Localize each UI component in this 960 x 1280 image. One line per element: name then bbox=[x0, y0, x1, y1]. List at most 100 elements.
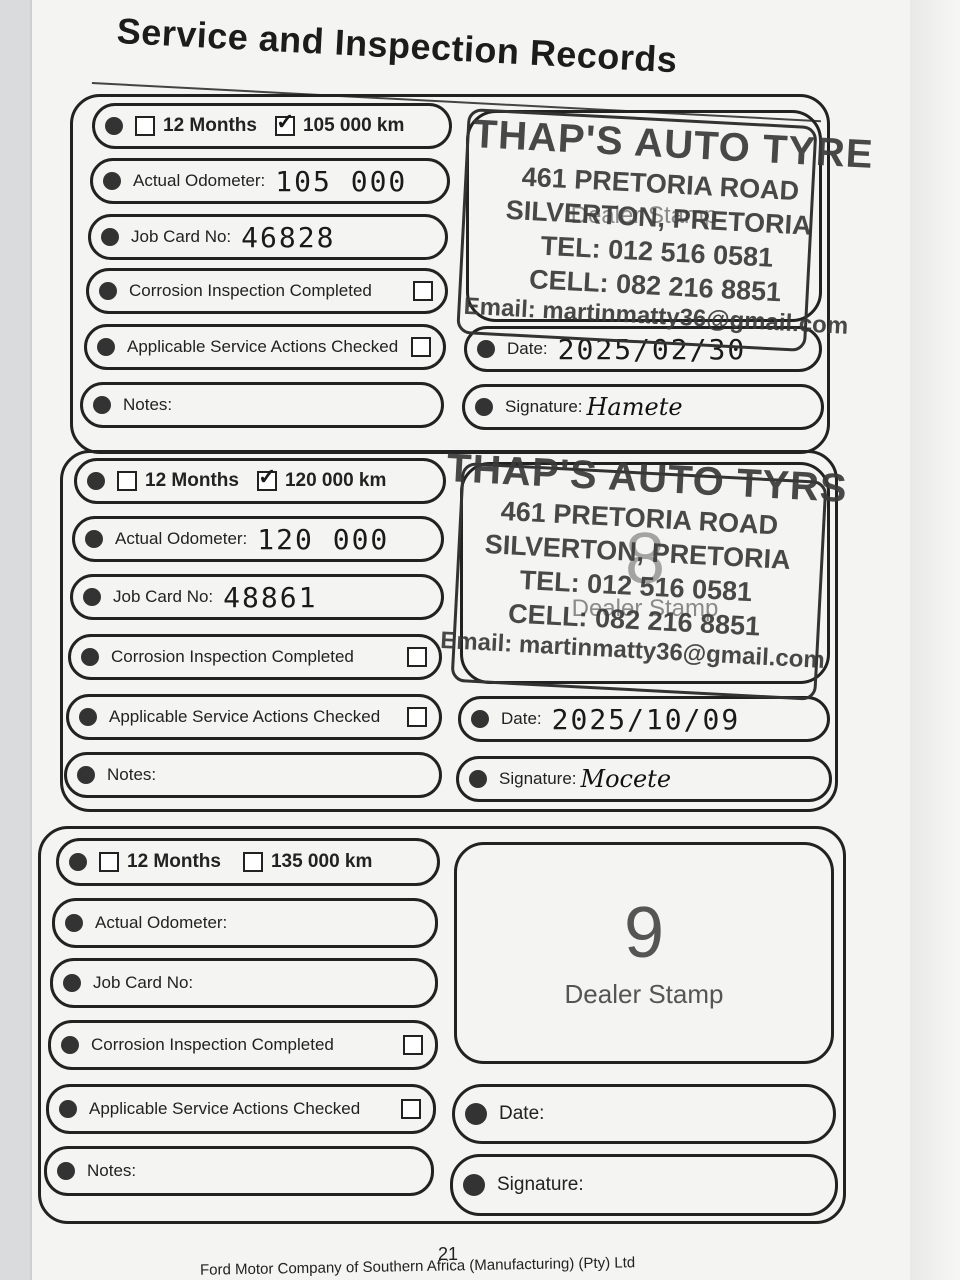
record1-notes-label: Notes: bbox=[123, 395, 173, 414]
record3-jobcard-row[interactable]: Job Card No: bbox=[50, 958, 438, 1008]
record3-stamp-box: 9 Dealer Stamp bbox=[454, 842, 834, 1064]
bullet-icon bbox=[81, 648, 99, 666]
bullet-icon bbox=[103, 172, 121, 190]
record2-stamp-number: 8 bbox=[624, 519, 666, 599]
record1-service-label: Applicable Service Actions Checked bbox=[127, 337, 399, 356]
record2-dealer-stamp: THAP'S AUTO TYRS 461 PRETORIA ROAD SILVE… bbox=[437, 446, 849, 675]
bullet-icon bbox=[63, 974, 81, 992]
record3-corrosion-checkbox[interactable] bbox=[403, 1035, 423, 1055]
record2-service-row: Applicable Service Actions Checked bbox=[66, 694, 442, 740]
page-edge bbox=[910, 0, 960, 1280]
page-number: 21 bbox=[438, 1244, 459, 1264]
record3-interval-row: 12 Months 135 000 km bbox=[56, 838, 440, 886]
bullet-icon bbox=[105, 117, 123, 135]
record1-km-checkbox[interactable] bbox=[274, 109, 295, 136]
record2-interval-row: 12 Months 120 000 km bbox=[74, 458, 446, 504]
record2-date-label: Date: bbox=[501, 709, 542, 728]
record2-odometer-row[interactable]: Actual Odometer: 120 000 bbox=[72, 516, 444, 562]
record1-corrosion-checkbox[interactable] bbox=[413, 281, 433, 301]
record3-signature-row[interactable]: Signature: bbox=[450, 1154, 838, 1216]
record3-service-checkbox[interactable] bbox=[401, 1099, 421, 1119]
record3-odometer-label: Actual Odometer: bbox=[95, 913, 228, 932]
record1-corrosion-label: Corrosion Inspection Completed bbox=[129, 281, 372, 300]
record2-odometer-value: 120 000 bbox=[257, 522, 390, 556]
record1-months-checkbox[interactable] bbox=[135, 116, 155, 136]
bullet-icon bbox=[83, 588, 101, 606]
record3-corrosion-row: Corrosion Inspection Completed bbox=[48, 1020, 438, 1070]
bullet-icon bbox=[87, 472, 105, 490]
record3-dealer-stamp-label: Dealer Stamp bbox=[564, 978, 724, 1009]
record2-stamp-box: 8 Dealer Stamp bbox=[460, 462, 830, 684]
record2-months-label: 12 Months bbox=[145, 470, 239, 491]
bullet-icon bbox=[99, 282, 117, 300]
record3-months-checkbox[interactable] bbox=[99, 852, 119, 872]
record2-dealer-stamp-label: Dealer Stamp bbox=[571, 595, 719, 622]
record3-stamp-number: 9 bbox=[623, 892, 665, 973]
record2-corrosion-checkbox[interactable] bbox=[407, 647, 427, 667]
record2-signature-value: Mocete bbox=[580, 765, 672, 793]
record3-service-label: Applicable Service Actions Checked bbox=[89, 1099, 361, 1118]
record3-jobcard-label: Job Card No: bbox=[93, 973, 194, 992]
record2-service-checkbox[interactable] bbox=[407, 707, 427, 727]
bullet-icon bbox=[93, 396, 111, 414]
record3-km-checkbox[interactable] bbox=[242, 852, 263, 872]
record2-corrosion-row: Corrosion Inspection Completed bbox=[68, 634, 442, 680]
bullet-icon bbox=[61, 1036, 79, 1054]
record3-date-row[interactable]: Date: bbox=[452, 1084, 836, 1144]
record3-notes-row[interactable]: Notes: bbox=[44, 1146, 434, 1196]
bullet-icon bbox=[69, 853, 87, 871]
record3-signature-label: Signature: bbox=[497, 1174, 584, 1195]
record3-km-label: 135 000 km bbox=[270, 851, 373, 872]
record1-date-label: Date: bbox=[507, 339, 548, 358]
record2-km-checkbox[interactable] bbox=[256, 464, 277, 491]
record1-odometer-value: 105 000 bbox=[275, 164, 408, 198]
record2-jobcard-value: 48861 bbox=[223, 580, 318, 614]
record1-notes-row[interactable]: Notes: bbox=[80, 382, 444, 428]
record2-months-checkbox[interactable] bbox=[117, 471, 137, 491]
record2-notes-label: Notes: bbox=[107, 765, 157, 784]
record1-interval-row: 12 Months 105 000 km bbox=[92, 103, 452, 149]
record1-corrosion-row: Corrosion Inspection Completed bbox=[86, 268, 448, 314]
record3-service-row: Applicable Service Actions Checked bbox=[46, 1084, 436, 1134]
record1-odometer-row[interactable]: Actual Odometer: 105 000 bbox=[90, 158, 450, 204]
record2-jobcard-row[interactable]: Job Card No: 48861 bbox=[70, 574, 444, 620]
bullet-icon bbox=[465, 1103, 487, 1125]
record2-service-label: Applicable Service Actions Checked bbox=[109, 707, 381, 726]
bullet-icon bbox=[475, 398, 493, 416]
record2-signature-row[interactable]: Signature: Mocete bbox=[456, 756, 832, 802]
record3-months-label: 12 Months bbox=[127, 851, 221, 872]
record1-dealer-stamp: THAP'S AUTO TYRE 461 PRETORIA ROAD SILVE… bbox=[463, 112, 874, 341]
record3-corrosion-label: Corrosion Inspection Completed bbox=[91, 1035, 334, 1054]
bullet-icon bbox=[101, 228, 119, 246]
record1-odometer-label: Actual Odometer: bbox=[133, 171, 266, 190]
record1-service-checkbox[interactable] bbox=[411, 337, 431, 357]
record1-stamp-box: Dealer Stamp bbox=[466, 110, 822, 322]
record2-date-value: 2025/10/09 bbox=[551, 702, 741, 736]
bullet-icon bbox=[57, 1162, 75, 1180]
record1-date-value: 2025/02/30 bbox=[557, 332, 747, 366]
record3-date-label: Date: bbox=[499, 1103, 545, 1124]
record1-service-row: Applicable Service Actions Checked bbox=[84, 324, 446, 370]
record3-odometer-row[interactable]: Actual Odometer: bbox=[52, 898, 438, 948]
record2-date-row[interactable]: Date: 2025/10/09 bbox=[458, 696, 830, 742]
record-section-3 bbox=[38, 826, 846, 1224]
record1-jobcard-row[interactable]: Job Card No: 46828 bbox=[88, 214, 448, 260]
record2-signature-label: Signature: bbox=[499, 769, 577, 788]
bullet-icon bbox=[471, 710, 489, 728]
record1-signature-label: Signature: bbox=[505, 397, 583, 416]
bullet-icon bbox=[97, 338, 115, 356]
record2-notes-row[interactable]: Notes: bbox=[64, 752, 442, 798]
bullet-icon bbox=[77, 766, 95, 784]
bullet-icon bbox=[59, 1100, 77, 1118]
record1-jobcard-label: Job Card No: bbox=[131, 227, 232, 246]
record-section-2 bbox=[60, 450, 838, 812]
record1-date-row[interactable]: Date: 2025/02/30 bbox=[464, 326, 822, 372]
bullet-icon bbox=[463, 1174, 485, 1196]
record3-notes-label: Notes: bbox=[87, 1161, 137, 1180]
bullet-icon bbox=[79, 708, 97, 726]
record2-odometer-label: Actual Odometer: bbox=[115, 529, 248, 548]
record1-signature-row[interactable]: Signature: Hamete bbox=[462, 384, 824, 430]
bullet-icon bbox=[85, 530, 103, 548]
bullet-icon bbox=[469, 770, 487, 788]
record1-signature-value: Hamete bbox=[586, 393, 683, 421]
